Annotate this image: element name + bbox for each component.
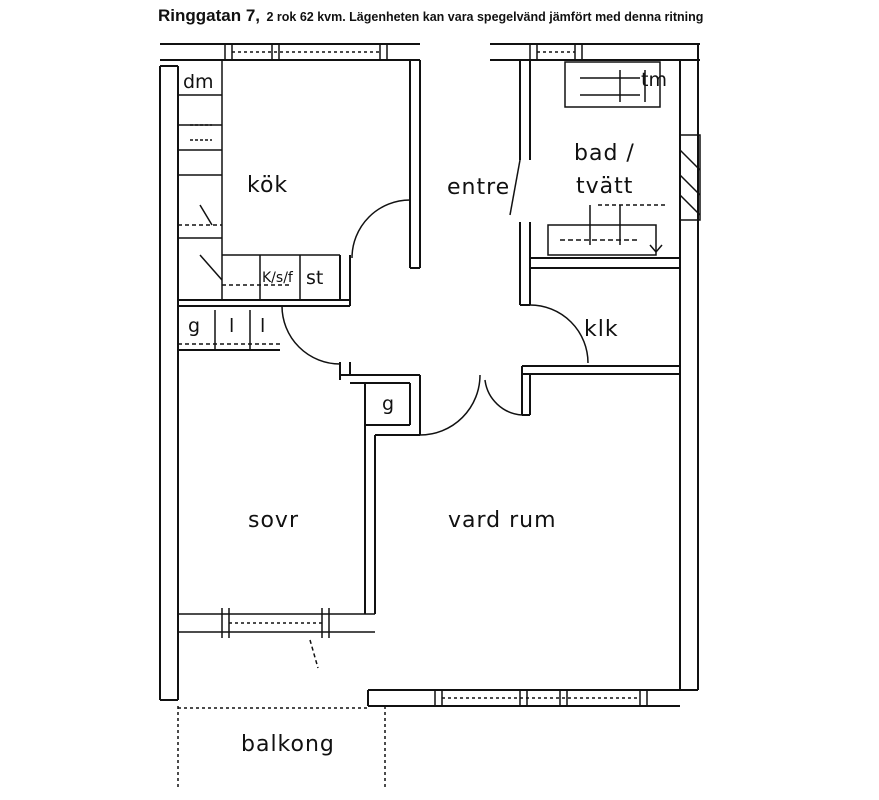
label-sovr: sovr xyxy=(248,508,299,533)
bathroom-fixtures xyxy=(547,61,701,256)
balcony xyxy=(177,706,386,790)
label-kok: kök xyxy=(247,173,288,198)
label-klk: klk xyxy=(584,317,619,342)
label-l-closet-2: l xyxy=(260,315,265,337)
plan-title: Ringgatan 7, 2 rok 62 kvm. Lägenheten ka… xyxy=(158,6,703,26)
label-entre: entre xyxy=(447,175,510,200)
kitchen-fixtures xyxy=(178,60,340,300)
title-description: 2 rok 62 kvm. Lägenheten kan vara spegel… xyxy=(266,10,704,24)
label-tm: tm xyxy=(641,69,667,91)
label-g-hall: g xyxy=(382,393,394,415)
label-l-closet-1: l xyxy=(229,315,234,337)
interior-walls xyxy=(178,60,680,614)
doors xyxy=(281,159,589,669)
label-st: st xyxy=(306,267,323,289)
windows xyxy=(178,44,648,706)
label-vardrum: vard rum xyxy=(448,508,557,533)
label-bad: bad / xyxy=(574,141,635,166)
label-balkong: balkong xyxy=(241,732,335,757)
label-kfs: K/s/f xyxy=(262,270,294,286)
label-g-closet: g xyxy=(188,315,200,337)
closet-fixtures xyxy=(178,310,280,350)
label-dm: dm xyxy=(183,71,214,93)
label-tvatt: tvätt xyxy=(576,174,633,199)
title-address: Ringgatan 7, xyxy=(158,6,261,25)
